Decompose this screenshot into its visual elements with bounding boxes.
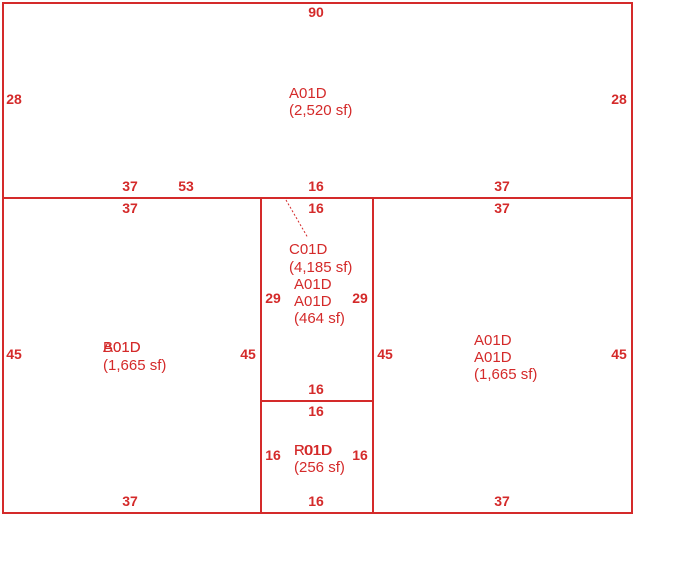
dim-mid-c: 16 (308, 178, 324, 194)
room-area-small: (256 sf) (294, 459, 345, 476)
dim-left-top: 37 (122, 200, 138, 216)
dim-small-top: 16 (308, 403, 324, 419)
dim-center-right: 29 (352, 290, 368, 306)
dim-center-bottom: 16 (308, 381, 324, 397)
room-area-top: (2,520 sf) (289, 102, 352, 119)
dim-left-bottom: 37 (122, 493, 138, 509)
dim-mid-a: 37 (122, 178, 138, 194)
room-label-right-2: A01D (474, 349, 512, 366)
room-area-right: (1,665 sf) (474, 366, 537, 383)
dim-top-outer: 90 (308, 4, 324, 20)
room-label-small: P01D (294, 442, 332, 459)
dim-left-right: 45 (240, 346, 256, 362)
dim-right-bottom: 37 (494, 493, 510, 509)
dim-small-bottom: 16 (308, 493, 324, 509)
dim-right-left: 45 (377, 346, 393, 362)
room-label-left: B01D (103, 339, 141, 356)
room-area-left: (1,665 sf) (103, 357, 166, 374)
room-label-top: A01D (289, 85, 327, 102)
dim-small-left: 16 (265, 447, 281, 463)
dim-small-right: 16 (352, 447, 368, 463)
dim-top-left: 28 (6, 91, 22, 107)
room-label-center-sub-1: A01D (294, 276, 332, 293)
room-label-small-overlap: R01D (294, 442, 333, 459)
dim-left-left: 45 (6, 346, 22, 362)
dim-mid-b: 53 (178, 178, 194, 194)
dim-center-left: 29 (265, 290, 281, 306)
room-outline-right (372, 197, 633, 514)
dim-top-right: 28 (611, 91, 627, 107)
dim-mid-d: 37 (494, 178, 510, 194)
room-area-center: (4,185 sf) (289, 259, 352, 276)
room-label-left-overlap: A01D (103, 339, 141, 356)
dim-right-right: 45 (611, 346, 627, 362)
room-area-center-sub: (464 sf) (294, 310, 345, 327)
dim-center-top: 16 (308, 200, 324, 216)
room-label-center: C01D (289, 241, 328, 258)
leader-line (285, 199, 309, 239)
dim-right-top: 37 (494, 200, 510, 216)
room-label-center-sub-2: A01D (294, 293, 332, 310)
room-label-right-1: A01D (474, 332, 512, 349)
